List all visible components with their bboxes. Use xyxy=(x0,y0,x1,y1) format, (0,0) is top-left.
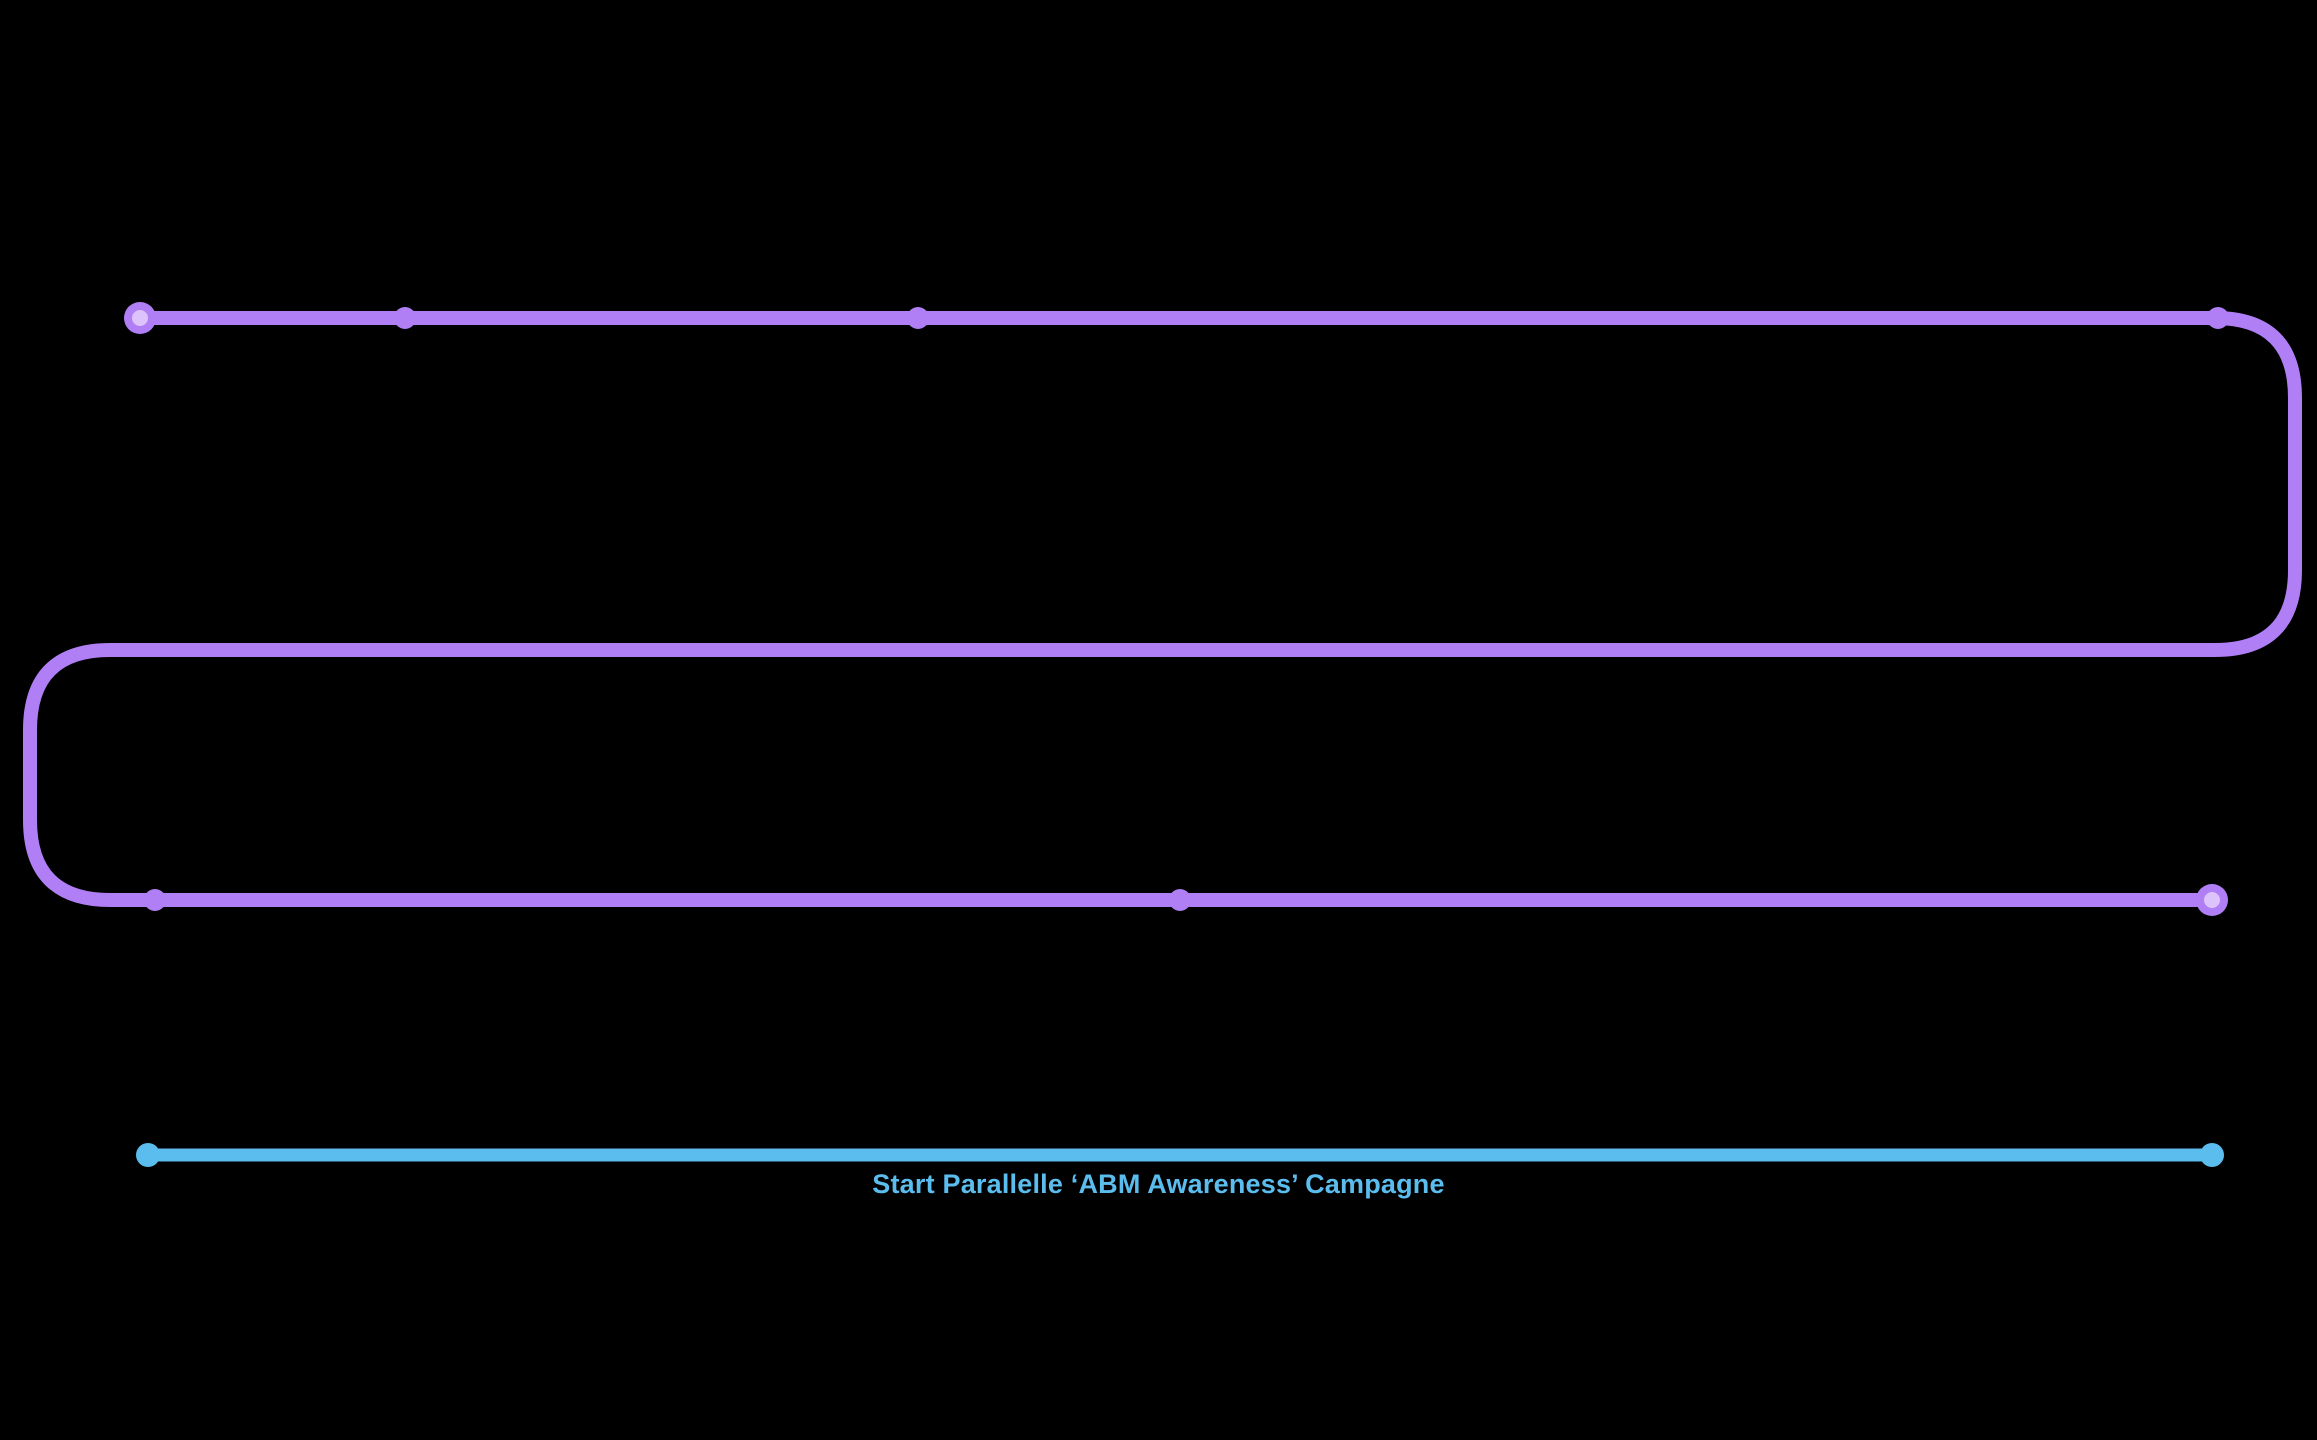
milestone-2-dot xyxy=(394,307,416,329)
milestone-5-dot xyxy=(144,889,166,911)
parallel-track-start[interactable] xyxy=(136,1143,160,1167)
parallel-track-end-dot xyxy=(2200,1143,2224,1167)
milestone-3[interactable] xyxy=(907,307,929,329)
milestone-3-dot xyxy=(907,307,929,329)
milestone-2[interactable] xyxy=(394,307,416,329)
parallel-campaign-label: Start Parallelle ‘ABM Awareness’ Campagn… xyxy=(872,1169,1445,1199)
milestone-5[interactable] xyxy=(144,889,166,911)
parallel-campaign-track-group xyxy=(136,1143,2224,1167)
milestone-end[interactable] xyxy=(2196,884,2228,916)
main-timeline-track-line xyxy=(23,311,2302,907)
main-timeline-track-group xyxy=(23,302,2302,916)
milestone-4[interactable] xyxy=(2207,307,2229,329)
milestone-start-inner xyxy=(132,310,148,326)
milestone-4-dot xyxy=(2207,307,2229,329)
milestone-start[interactable] xyxy=(124,302,156,334)
milestone-6-dot xyxy=(1169,889,1191,911)
milestone-6[interactable] xyxy=(1169,889,1191,911)
milestone-end-inner xyxy=(2204,892,2220,908)
parallel-track-end[interactable] xyxy=(2200,1143,2224,1167)
parallel-track-start-dot xyxy=(136,1143,160,1167)
